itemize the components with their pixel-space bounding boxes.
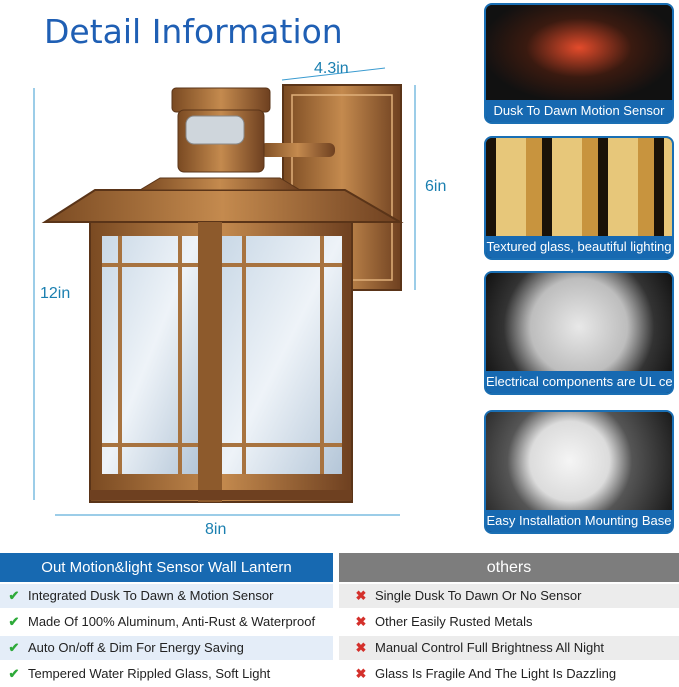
glass-image (486, 138, 672, 236)
panel-caption: Electrical components are UL certified (486, 371, 672, 393)
lantern-illustration (33, 67, 416, 516)
panel-caption: Easy Installation Mounting Base (486, 510, 672, 532)
depth-dimension: 4.3in (314, 60, 349, 77)
panel-caption: Textured glass, beautiful lighting (486, 236, 672, 258)
sensor-detail-panel: Dusk To Dawn Motion Sensor (484, 3, 674, 124)
comparison-row-left: ✔Made Of 100% Aluminum, Anti-Rust & Wate… (0, 610, 333, 634)
cross-icon: ✖ (355, 640, 367, 655)
width-dimension: 8in (205, 521, 227, 538)
comparison-row-right: ✖Glass Is Fragile And The Light Is Dazzl… (339, 662, 679, 686)
mounting-detail-panel: Easy Installation Mounting Base (484, 410, 674, 534)
page-title: Detail Information (44, 12, 343, 51)
back-height-dimension: 6in (425, 178, 447, 195)
check-icon: ✔ (8, 588, 20, 603)
height-dimension: 12in (40, 285, 71, 302)
panel-caption: Dusk To Dawn Motion Sensor (486, 100, 672, 122)
comparison-left-header: Out Motion&light Sensor Wall Lantern (0, 553, 333, 582)
comparison-row-left: ✔Auto On/off & Dim For Energy Saving (0, 636, 333, 660)
glass-detail-panel: Textured glass, beautiful lighting (484, 136, 674, 260)
check-icon: ✔ (8, 614, 20, 629)
comparison-row-right: ✖Single Dusk To Dawn Or No Sensor (339, 584, 679, 608)
cross-icon: ✖ (355, 614, 367, 629)
check-icon: ✔ (8, 666, 20, 681)
comparison-right-header: others (339, 553, 679, 582)
socket-image (486, 273, 672, 371)
sensor-image (486, 5, 672, 100)
check-icon: ✔ (8, 640, 20, 655)
comparison-row-left: ✔Integrated Dusk To Dawn & Motion Sensor (0, 584, 333, 608)
electrical-detail-panel: Electrical components are UL certified (484, 271, 674, 395)
cross-icon: ✖ (355, 666, 367, 681)
mounting-base-image (486, 412, 672, 510)
comparison-row-right: ✖Other Easily Rusted Metals (339, 610, 679, 634)
comparison-row-left: ✔Tempered Water Rippled Glass, Soft Ligh… (0, 662, 333, 686)
comparison-row-right: ✖Manual Control Full Brightness All Nigh… (339, 636, 679, 660)
cross-icon: ✖ (355, 588, 367, 603)
